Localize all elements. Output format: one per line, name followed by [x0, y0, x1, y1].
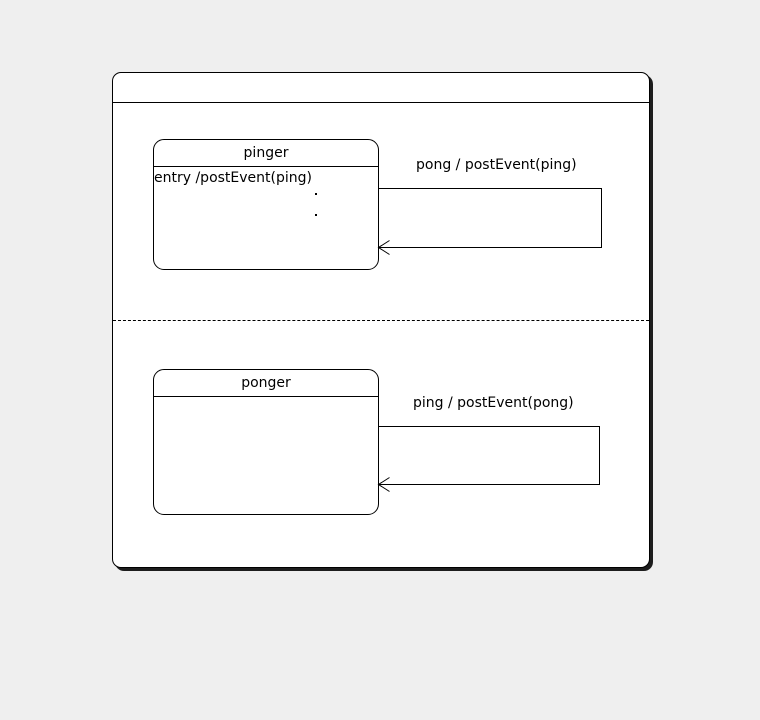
ellipsis-dot-icon: [315, 193, 317, 195]
composite-state-frame[interactable]: pinger entry /postEvent(ping) pong / pos…: [112, 72, 650, 568]
transition-pinger-self[interactable]: [377, 188, 602, 255]
transition-label-ponger-self: ping / postEvent(pong): [413, 395, 574, 411]
state-pinger-body: entry /postEvent(ping): [154, 167, 378, 269]
transition-label-pinger-self: pong / postEvent(ping): [416, 157, 577, 173]
state-ponger[interactable]: ponger: [153, 369, 379, 515]
transition-ponger-self[interactable]: [377, 426, 600, 492]
ellipsis-dot-icon: [315, 214, 317, 216]
state-pinger[interactable]: pinger entry /postEvent(ping): [153, 139, 379, 270]
state-pinger-name: pinger: [154, 140, 378, 167]
state-ponger-name: ponger: [154, 370, 378, 397]
region-separator: [113, 320, 649, 321]
state-ponger-body: [154, 397, 378, 514]
state-pinger-entry-action: entry /postEvent(ping): [154, 170, 312, 186]
composite-state-name: [113, 73, 649, 103]
